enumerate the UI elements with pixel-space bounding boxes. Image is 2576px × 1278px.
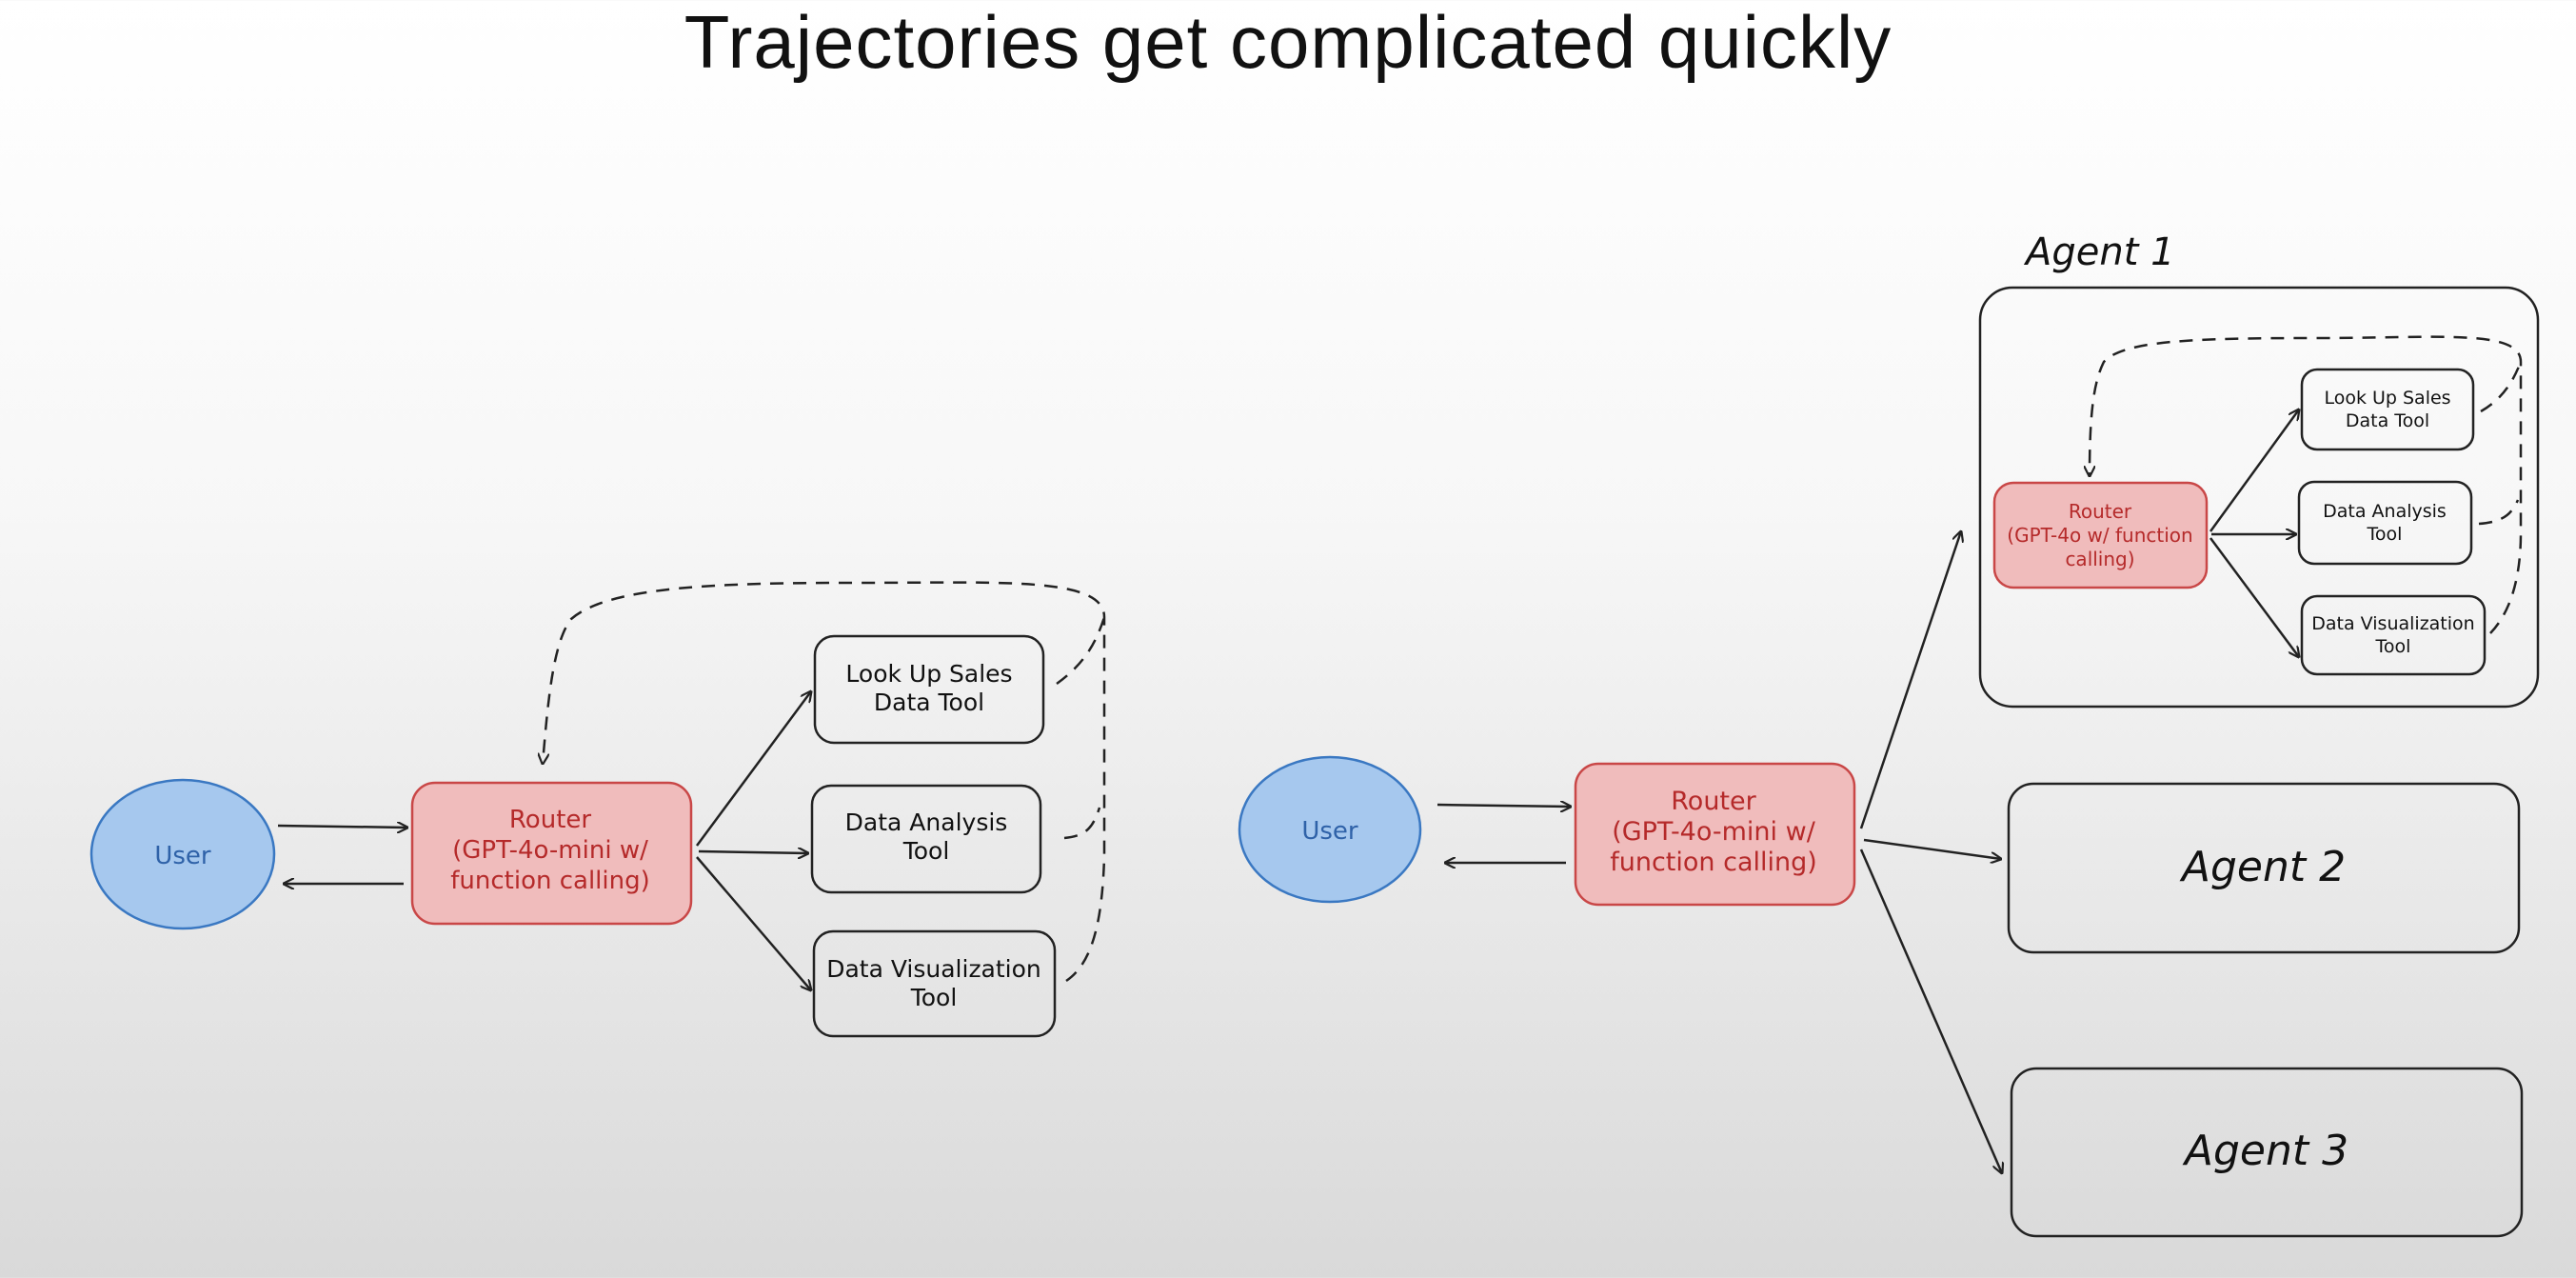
right-router-line-3: function calling) — [1610, 848, 1817, 877]
left-router-line-2: (GPT-4o-mini w/ — [452, 836, 648, 865]
agent1-tool-visualization-line-1: Data Visualization — [2311, 613, 2474, 634]
right-router-line-2: (GPT-4o-mini w/ — [1612, 817, 1816, 847]
agent1-tool-analysis: Data Analysis Tool — [2297, 480, 2473, 566]
left-tool-sales: Look Up Sales Data Tool — [813, 634, 1045, 745]
right-router-to-agent1-arrow — [1859, 531, 1961, 829]
agent1-router-node: Router (GPT-4o w/ function calling) — [1992, 481, 2209, 589]
agent2-box: Agent 2 — [2007, 782, 2521, 954]
left-user-label: User — [154, 842, 211, 870]
left-tool-visualization: Data Visualization Tool — [812, 929, 1057, 1038]
left-router-to-analysis-arrow — [698, 851, 808, 853]
right-user-to-router-arrow — [1437, 805, 1571, 807]
left-tool-visualization-line-1: Data Visualization — [826, 955, 1041, 983]
left-diagram: User Router (GPT-4o-mini w/ function cal… — [89, 581, 1106, 1038]
left-tool-analysis: Data Analysis Tool — [810, 784, 1042, 894]
agent1-tool-sales: Look Up Sales Data Tool — [2300, 368, 2475, 451]
right-router-line-1: Router — [1671, 787, 1756, 816]
left-user-node: User — [89, 778, 276, 930]
agent1-feedback-dashed-line — [2090, 335, 2523, 634]
left-router-line-3: function calling) — [450, 867, 650, 895]
right-user-label: User — [1301, 817, 1358, 846]
left-user-to-router-arrow — [277, 826, 407, 828]
right-router-node: Router (GPT-4o-mini w/ function calling) — [1574, 762, 1856, 907]
left-tool-analysis-line-2: Tool — [902, 837, 950, 865]
right-diagram: User Router (GPT-4o-mini w/ function cal… — [1238, 230, 2540, 1238]
agent1-label: Agent 1 — [2023, 230, 2175, 274]
left-feedback-dashed-line — [543, 581, 1106, 983]
agent1-router-to-visualization-arrow — [2209, 537, 2299, 657]
agent1-tool-analysis-line-1: Data Analysis — [2323, 501, 2447, 522]
right-user-node: User — [1238, 755, 1422, 904]
agent1-tool-analysis-line-2: Tool — [2367, 524, 2403, 545]
agent1-router-line-2: (GPT-4o w/ function — [2007, 524, 2192, 547]
agent1-container: Agent 1 Router (GPT-4o w/ function calli… — [1978, 230, 2540, 709]
right-router-to-agent2-arrow — [1863, 838, 2001, 859]
left-router-node: Router (GPT-4o-mini w/ function calling) — [410, 781, 693, 926]
agent1-tool-visualization-line-2: Tool — [2375, 636, 2411, 657]
left-tool-visualization-line-2: Tool — [910, 984, 958, 1011]
left-router-to-sales-arrow — [695, 691, 811, 847]
agent1-tool-sales-line-1: Look Up Sales — [2324, 388, 2450, 409]
agent1-router-to-sales-arrow — [2209, 409, 2299, 532]
left-tool-sales-line-2: Data Tool — [874, 689, 984, 716]
left-tool-sales-line-1: Look Up Sales — [845, 660, 1012, 688]
agent3-box: Agent 3 — [2010, 1067, 2524, 1238]
agent3-label: Agent 3 — [2182, 1127, 2348, 1175]
left-router-to-visualization-arrow — [696, 856, 811, 990]
right-router-to-agent3-arrow — [1859, 849, 2002, 1173]
left-tool-analysis-line-1: Data Analysis — [845, 809, 1008, 836]
agent1-tool-sales-line-2: Data Tool — [2346, 410, 2429, 431]
agent1-router-line-3: calling) — [2065, 548, 2134, 570]
agent1-tool-visualization: Data Visualization Tool — [2300, 594, 2487, 676]
left-router-line-1: Router — [509, 806, 591, 834]
slide-title: Trajectories get complicated quickly — [684, 0, 1892, 84]
agent1-router-line-1: Router — [2069, 500, 2132, 523]
agent2-label: Agent 2 — [2179, 843, 2346, 891]
